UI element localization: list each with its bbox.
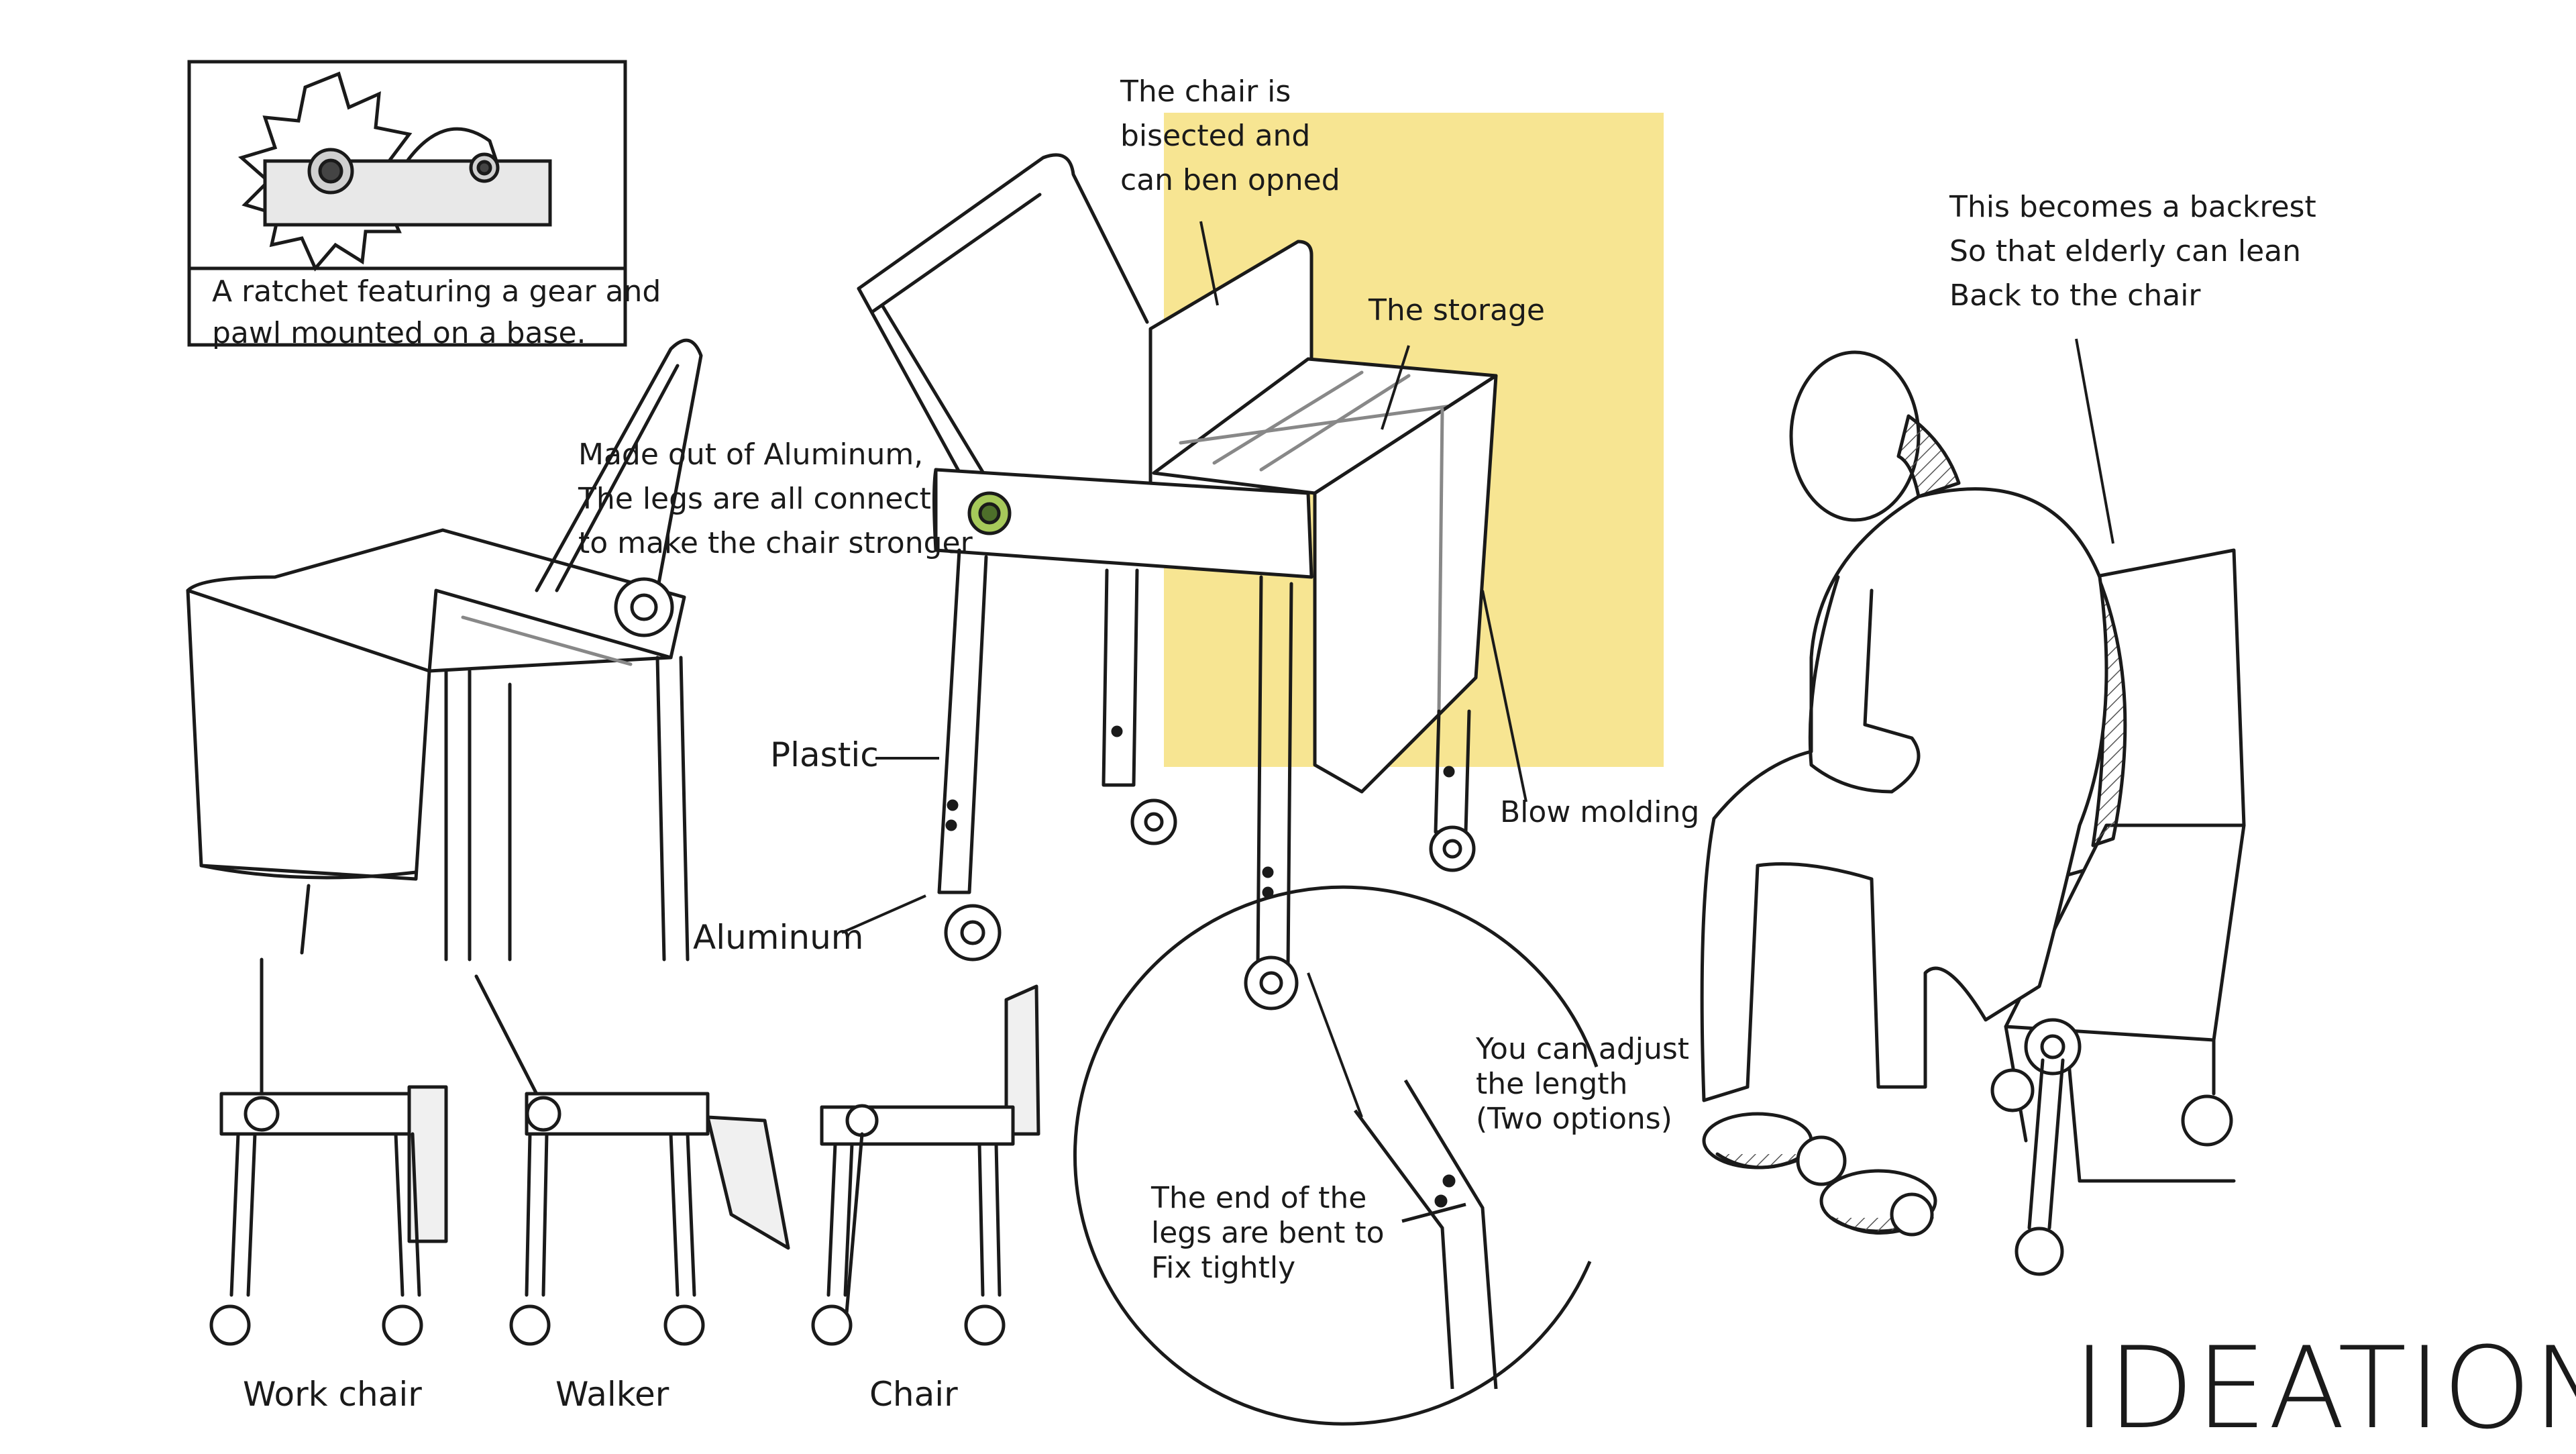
mode-views [211,959,1038,1344]
ratchet-caption-line-2: pawl mounted on a base. [212,313,661,354]
adjust-length-line-1: You can adjust [1476,1032,1689,1067]
adjust-length-line-2: the length [1476,1067,1689,1102]
person-on-chair [1702,352,2244,1274]
plastic-label: Plastic [770,731,879,779]
person-head [1791,352,1919,520]
backrest-line-2: So that elderly can lean [1949,229,2316,274]
bisected-line-3: can ben opned [1120,158,1340,203]
mode-work-chair [211,959,446,1344]
bisected-line-1: The chair is [1120,70,1340,114]
page-title: IDEATION1 [2073,1332,2576,1445]
bisected-line-2: bisected and [1120,114,1340,158]
blow-molding-label: Blow molding [1500,792,1699,833]
mode-label-chair: Chair [869,1371,958,1418]
leg-end-line-3: Fix tightly [1151,1251,1385,1286]
mode-label-walker: Walker [555,1371,669,1418]
ratchet-caption-line-1: A ratchet featuring a gear and [212,271,661,313]
storage-label: The storage [1368,290,1545,331]
aluminum-frame-line-3: to make the chair stronger [578,521,973,566]
leg-end-line-1: The end of the [1151,1181,1385,1216]
aluminum-frame-line-1: Made out of Aluminum, [578,433,973,477]
leg-end-line-2: legs are bent to [1151,1216,1385,1251]
backrest-line-1: This becomes a backrest [1949,185,2316,229]
backrest-note: This becomes a backrest So that elderly … [1949,185,2316,318]
leg-end-note: The end of the legs are bent to Fix tigh… [1151,1181,1385,1286]
mode-walker [476,976,788,1344]
aluminum-frame-note: Made out of Aluminum, The legs are all c… [578,433,973,566]
mode-label-work-chair: Work chair [243,1371,422,1418]
aluminum-frame-line-2: The legs are all connect [578,477,973,521]
adjust-length-line-3: (Two options) [1476,1102,1689,1137]
aluminum-label: Aluminum [693,914,863,962]
ratchet-caption: A ratchet featuring a gear and pawl moun… [212,271,661,355]
detail-magnifier [1075,887,1597,1424]
adjust-length-note: You can adjust the length (Two options) [1476,1032,1689,1137]
bisected-note: The chair is bisected and can ben opned [1120,70,1340,203]
backrest-line-3: Back to the chair [1949,274,2316,318]
mode-chair [813,986,1038,1344]
